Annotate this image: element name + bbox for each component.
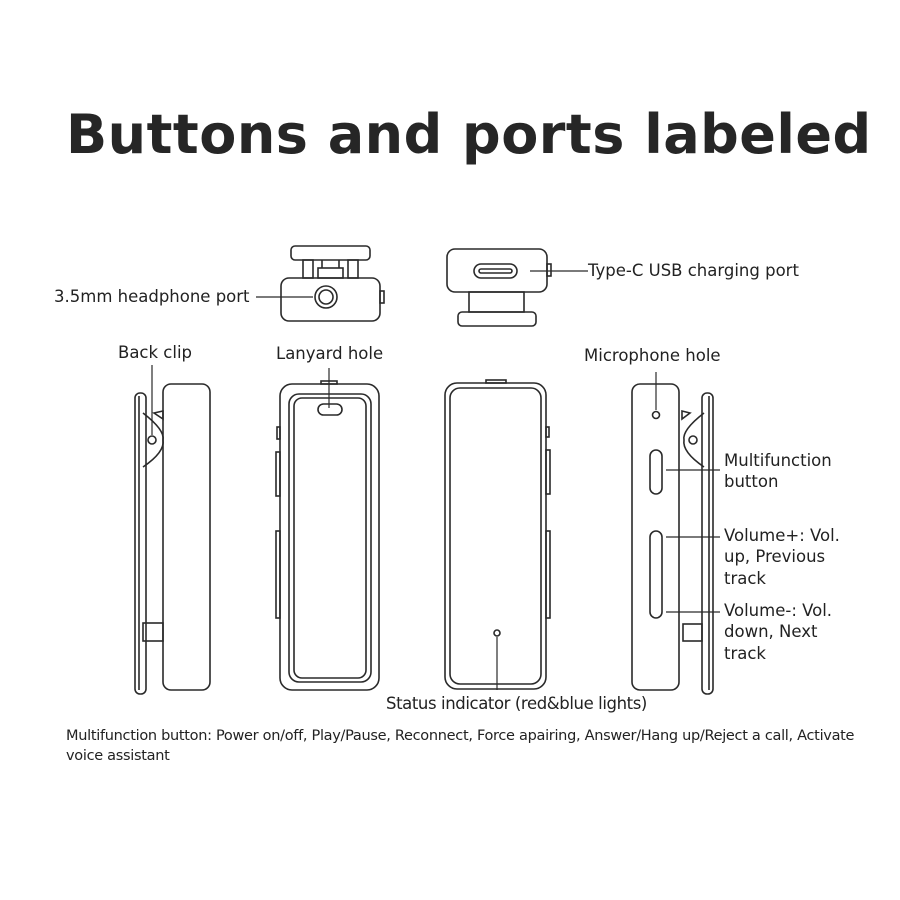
back-view-status bbox=[444, 379, 551, 690]
label-microphone-hole: Microphone hole bbox=[584, 346, 721, 365]
multifunction-footnote: Multifunction button: Power on/off, Play… bbox=[66, 728, 855, 764]
label-headphone-port: 3.5mm headphone port bbox=[54, 287, 250, 306]
top-view-usb-end bbox=[446, 248, 588, 327]
label-multifunction-button: Multifunction button bbox=[724, 451, 832, 492]
page-title: Buttons and ports labeled bbox=[66, 103, 872, 166]
clip-hinge-icon bbox=[147, 435, 157, 445]
headphone-jack-icon bbox=[314, 285, 338, 309]
label-lanyard-hole: Lanyard hole bbox=[276, 344, 384, 363]
side-view-right bbox=[631, 372, 720, 695]
lanyard-hole-icon bbox=[317, 403, 343, 416]
multifunction-button-icon bbox=[649, 449, 663, 495]
usb-c-port-icon bbox=[473, 263, 518, 279]
front-view-lanyard bbox=[275, 368, 380, 691]
top-view-headphone-end bbox=[256, 245, 385, 322]
microphone-hole-icon bbox=[651, 410, 661, 420]
label-status-indicator: Status indicator (red&blue lights) bbox=[386, 694, 647, 713]
label-volume-down: Volume-: Vol. down, Next track bbox=[724, 601, 833, 663]
volume-button-icon bbox=[649, 530, 663, 619]
label-back-clip: Back clip bbox=[118, 343, 193, 362]
label-volume-up: Volume+: Vol. up, Previous track bbox=[724, 526, 840, 588]
label-usb-port: Type-C USB charging port bbox=[588, 261, 799, 280]
side-view-left bbox=[134, 365, 211, 695]
status-light-icon bbox=[493, 629, 501, 637]
